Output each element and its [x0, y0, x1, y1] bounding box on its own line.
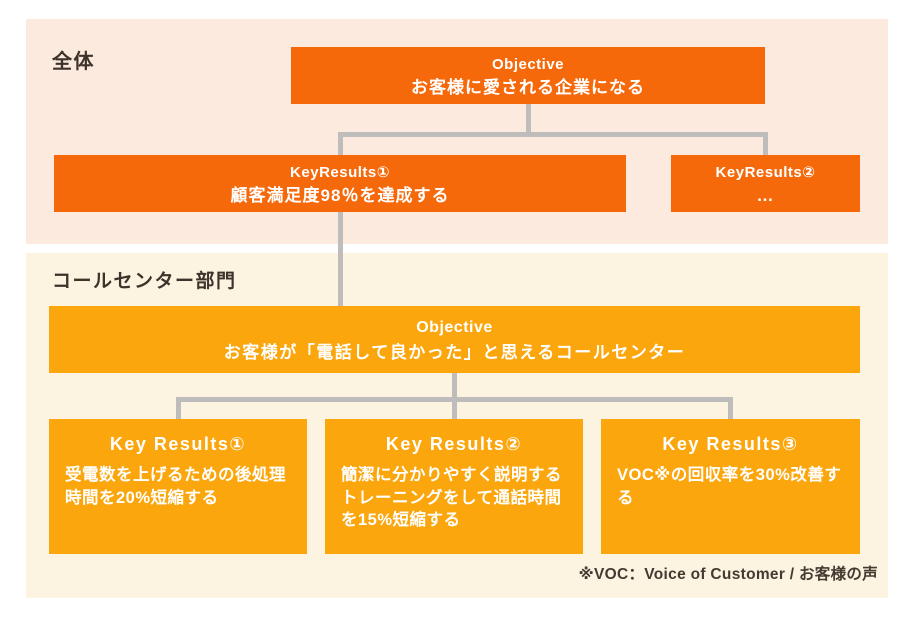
voc-footnote: ※VOC：Voice of Customer / お客様の声	[578, 566, 878, 583]
dept-keyresults3-box: Key Results③ VOC※の回収率を30%改善する	[601, 419, 860, 554]
connector-top-objective-drop	[526, 103, 531, 134]
overall-keyresults1-title: KeyResults①	[290, 163, 390, 181]
overall-keyresults2-title: KeyResults②	[715, 163, 816, 181]
connector-kr2-drop	[763, 132, 768, 157]
connector-dept-objective-drop	[452, 372, 457, 399]
connector-top-horizontal	[338, 132, 768, 137]
dept-objective-title: Objective	[416, 318, 493, 336]
dept-objective-box: Objective お客様が「電話して良かった」と思えるコールセンター	[49, 306, 860, 373]
dept-keyresults1-body: 受電数を上げるための後処理時間を20%短縮する	[65, 466, 286, 507]
dept-objective-body: お客様が「電話して良かった」と思えるコールセンター	[223, 342, 686, 362]
dept-keyresults2-title: Key Results②	[385, 434, 523, 454]
dept-keyresults3-body: VOC※の回収率を30%改善する	[617, 466, 842, 507]
connector-kr1-to-dept-objective	[338, 132, 343, 306]
overall-section-label: 全体	[52, 51, 95, 73]
connector-dept-kr3-drop	[728, 397, 733, 420]
dept-keyresults1-box: Key Results① 受電数を上げるための後処理時間を20%短縮する	[49, 419, 307, 554]
overall-keyresults1-body: 顧客満足度98％を達成する	[230, 185, 450, 205]
dept-keyresults2-body: 簡潔に分かりやすく説明するトレーニングをして通話時間を15%短縮する	[341, 466, 562, 529]
overall-objective-title: Objective	[491, 55, 565, 73]
dept-keyresults3-title: Key Results③	[662, 434, 799, 454]
overall-keyresults2-body: …	[756, 185, 775, 205]
overall-objective-box: Objective お客様に愛される企業になる	[291, 47, 765, 104]
connector-dept-kr1-drop	[176, 397, 181, 420]
dept-keyresults1-title: Key Results①	[109, 434, 247, 454]
department-section-label: コールセンター部門	[52, 271, 237, 292]
overall-keyresults2-box: KeyResults② …	[671, 155, 860, 212]
dept-keyresults2-box: Key Results② 簡潔に分かりやすく説明するトレーニングをして通話時間を…	[325, 419, 583, 554]
connector-dept-kr2-drop	[452, 397, 457, 420]
overall-keyresults1-box: KeyResults① 顧客満足度98％を達成する	[54, 155, 626, 212]
overall-objective-body: お客様に愛される企業になる	[411, 77, 645, 97]
